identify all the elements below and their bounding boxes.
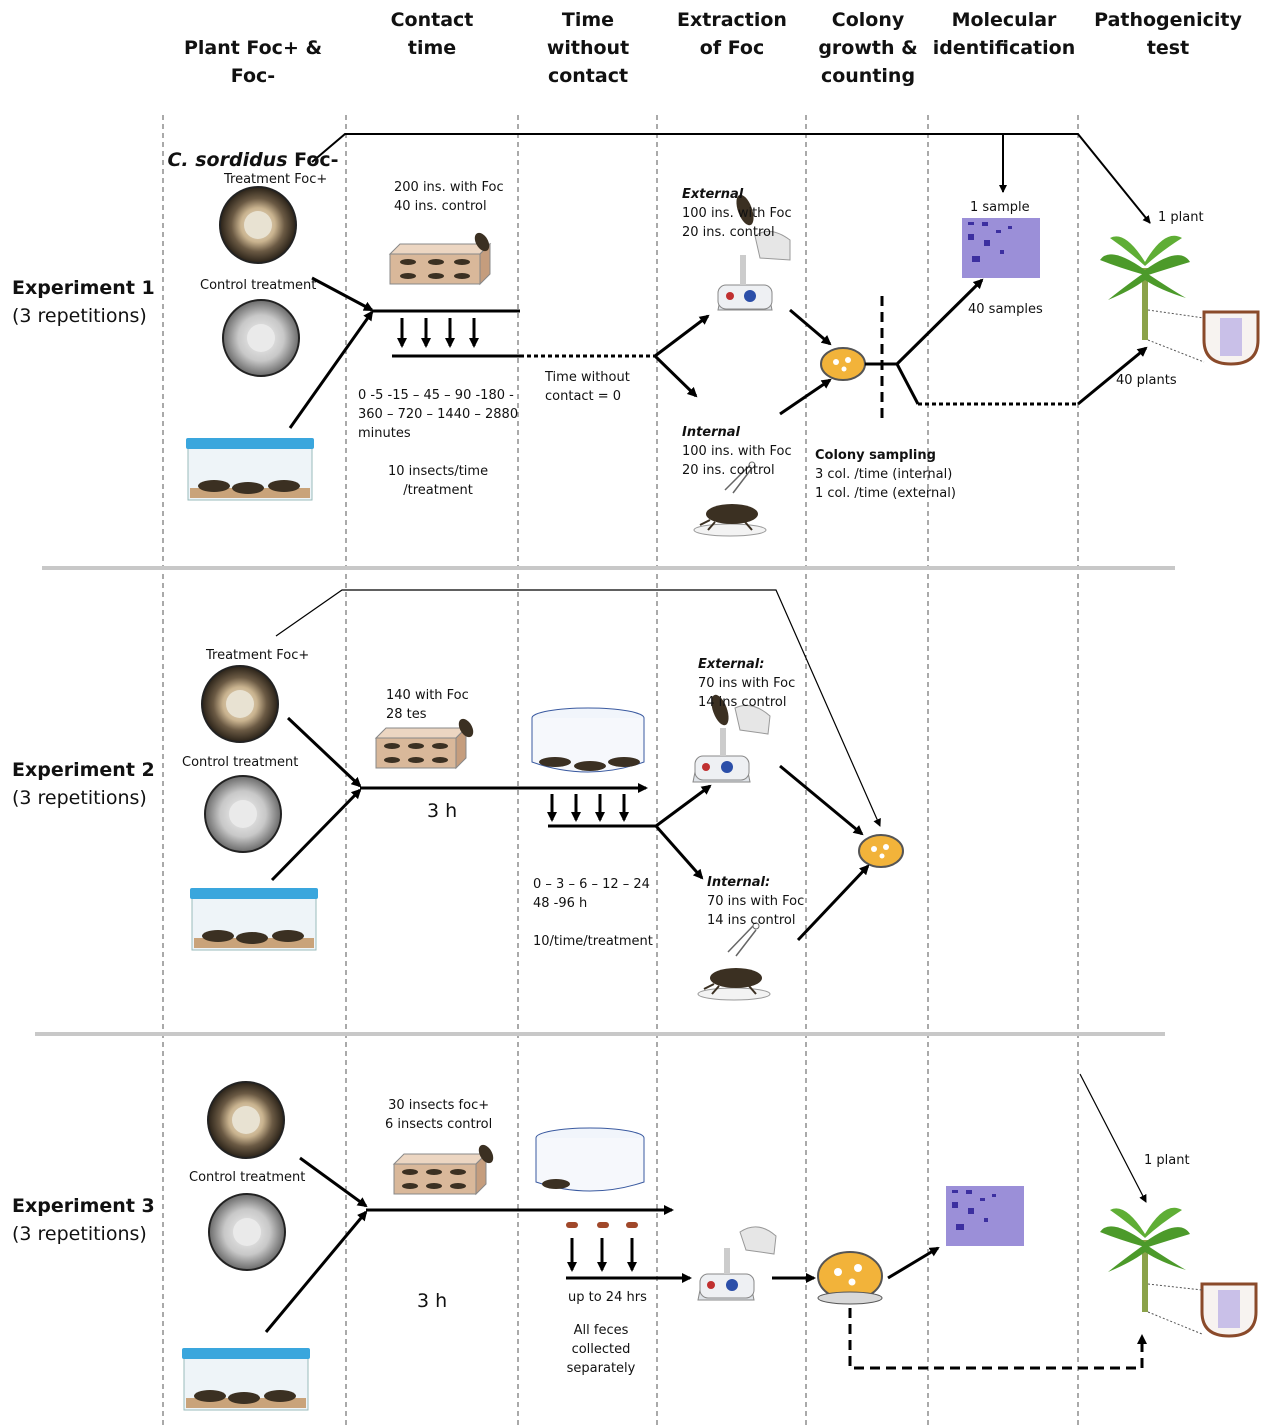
experiment-2-reps: (3 repetitions) bbox=[12, 787, 147, 809]
petri-foc-icon bbox=[201, 665, 279, 743]
exp1-sampling-detail: 3 col. /time (internal) 1 col. /time (ex… bbox=[815, 467, 956, 501]
exp3-time: up to 24 hrs bbox=[568, 1290, 647, 1305]
experiment-2-title: Experiment 2 bbox=[12, 759, 155, 781]
gel-icon bbox=[962, 218, 1040, 278]
experiment-1-reps: (3 repetitions) bbox=[12, 305, 147, 327]
exp1-external: External 100 ins. with Foc 20 ins. contro… bbox=[682, 166, 792, 242]
exp1-external-title: External bbox=[682, 187, 744, 202]
insect-container-icon bbox=[186, 438, 314, 501]
petri-foc-icon bbox=[207, 1081, 285, 1159]
header-molecular: Molecular identification bbox=[932, 9, 1076, 59]
header-extraction: Extraction of Foc bbox=[677, 9, 787, 59]
header-pathogenicity: Pathogenicity test bbox=[1094, 9, 1242, 59]
dissection-icon bbox=[693, 461, 767, 537]
exp2-contact-time: 3 h bbox=[427, 800, 458, 822]
corm-section-icon bbox=[1200, 1282, 1258, 1338]
exp1-sampling-title: Colony sampling bbox=[815, 448, 936, 463]
exp2-control-label: Control treatment bbox=[182, 755, 299, 770]
header-plant: Plant Foc+ & Foc- C. sordidus Foc- bbox=[165, 6, 341, 174]
insect-container-icon bbox=[182, 1348, 310, 1411]
insect-box-icon bbox=[392, 1144, 494, 1196]
exp2-external: External: 70 ins with Foc 14 ins control bbox=[698, 636, 795, 712]
vortex-icon bbox=[697, 1226, 777, 1301]
exp1-insect-counts: 200 ins. with Foc 40 ins. control bbox=[394, 180, 504, 214]
exp1-per-time: 10 insects/time /treatment bbox=[388, 464, 489, 498]
exp1-contact-times: 0 -5 -15 – 45 – 90 -180 - 360 – 720 – 14… bbox=[358, 388, 519, 441]
exp3-control-label: Control treatment bbox=[189, 1170, 306, 1185]
exp2-internal: Internal: 70 ins with Foc 14 ins control bbox=[707, 854, 804, 930]
dissection-icon bbox=[697, 922, 771, 1001]
exp2-insect-counts: 140 with Foc 28 tes bbox=[386, 688, 469, 722]
experiment-3-title: Experiment 3 bbox=[12, 1195, 155, 1217]
experiment-1-title: Experiment 1 bbox=[12, 277, 155, 299]
header-insect-suffix: Foc- bbox=[287, 149, 339, 171]
exp3-insect-counts: 30 insects foc+ 6 insects control bbox=[385, 1098, 493, 1132]
exp1-one-sample: 1 sample bbox=[970, 200, 1030, 215]
exp1-colony-sampling: Colony sampling 3 col. /time (internal) 1… bbox=[815, 427, 956, 503]
experiment-3-label: Experiment 3 (3 repetitions) bbox=[12, 1192, 155, 1248]
exp1-control-label: Control treatment bbox=[200, 278, 317, 293]
colony-plate-icon bbox=[820, 347, 866, 381]
vortex-icon bbox=[692, 694, 771, 783]
petri-control-icon bbox=[204, 775, 282, 853]
exp2-internal-counts: 70 ins with Foc 14 ins control bbox=[707, 894, 805, 928]
feces-icon bbox=[566, 1222, 638, 1228]
insect-box-icon bbox=[374, 718, 474, 770]
exp2-per-time: 10/time/treatment bbox=[533, 934, 653, 949]
flow-arrows bbox=[264, 133, 1151, 1370]
exp1-time-without: Time without contact = 0 bbox=[545, 370, 630, 404]
exp2-times: 0 – 3 – 6 – 12 – 24 48 -96 h bbox=[533, 877, 650, 911]
exp3-feces: All feces collected separately bbox=[566, 1323, 636, 1376]
header-plant-foc: Plant Foc+ & Foc- bbox=[183, 37, 323, 87]
exp2-external-counts: 70 ins with Foc 14 ins control bbox=[698, 676, 796, 710]
exp1-treatment-label: Treatment Foc+ bbox=[224, 172, 328, 187]
gel-icon bbox=[946, 1186, 1024, 1246]
colony-plate-icon bbox=[817, 1251, 883, 1305]
banana-plant-icon bbox=[1100, 235, 1190, 340]
exp1-internal-title: Internal bbox=[682, 425, 741, 440]
open-container-icon bbox=[535, 1127, 645, 1192]
insect-box-icon bbox=[388, 232, 492, 286]
exp2-internal-title: Internal: bbox=[707, 875, 771, 890]
header-colony-growth: Colony growth & counting bbox=[818, 9, 918, 87]
insect-container-icon bbox=[190, 888, 318, 951]
petri-foc-icon bbox=[219, 186, 297, 264]
experiment-2-label: Experiment 2 (3 repetitions) bbox=[12, 756, 155, 812]
exp3-contact-time: 3 h bbox=[417, 1290, 448, 1312]
banana-plant-icon bbox=[1100, 1207, 1190, 1312]
exp1-internal-counts: 100 ins. with Foc 20 ins. control bbox=[682, 444, 792, 478]
exp2-external-title: External: bbox=[698, 657, 765, 672]
colony-plate-icon bbox=[858, 834, 904, 868]
exp1-one-plant: 1 plant bbox=[1158, 210, 1204, 225]
experiment-3-reps: (3 repetitions) bbox=[12, 1223, 147, 1245]
exp1-external-counts: 100 ins. with Foc 20 ins. control bbox=[682, 206, 792, 240]
exp3-one-plant: 1 plant bbox=[1144, 1153, 1190, 1168]
open-container-icon bbox=[531, 707, 645, 773]
petri-control-icon bbox=[208, 1193, 286, 1271]
exp1-forty-plants: 40 plants bbox=[1116, 373, 1177, 388]
experiment-1-label: Experiment 1 (3 repetitions) bbox=[12, 274, 155, 330]
header-time-without-contact: Time without contact bbox=[546, 9, 630, 87]
petri-control-icon bbox=[222, 299, 300, 377]
header-contact-time: Contact time bbox=[390, 9, 474, 59]
column-separators bbox=[162, 115, 1079, 1425]
exp1-internal: Internal 100 ins. with Foc 20 ins. contro… bbox=[682, 404, 792, 480]
vortex-icon bbox=[717, 194, 791, 311]
corm-section-icon bbox=[1202, 310, 1260, 366]
header-insect: C. sordidus bbox=[167, 149, 288, 171]
exp1-forty-samples: 40 samples bbox=[968, 302, 1043, 317]
exp2-treatment-label: Treatment Foc+ bbox=[206, 648, 310, 663]
